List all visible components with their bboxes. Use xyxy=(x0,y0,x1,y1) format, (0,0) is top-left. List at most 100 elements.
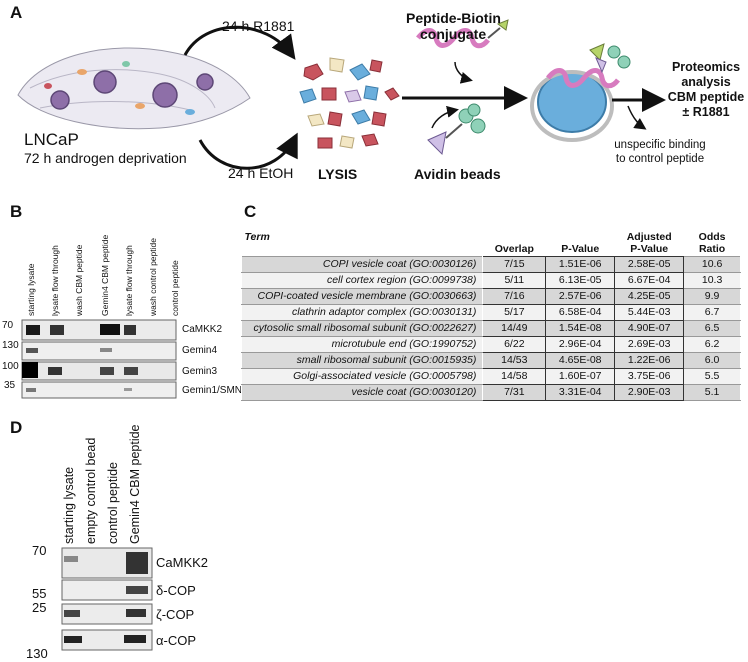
cell-pvalue: 2.57E-06 xyxy=(545,288,616,305)
cell-overlap: 7/15 xyxy=(482,256,547,273)
table-row: COPI vesicle coat (GO:0030126) 7/15 1.51… xyxy=(240,256,741,273)
lncap-cells-illustration xyxy=(17,47,251,130)
unspecific-arrow xyxy=(627,105,647,130)
header-odds-line2: Ratio xyxy=(698,243,726,255)
lane-label: Gemin4 CBM peptide xyxy=(128,424,142,544)
cell-pvalue: 1.51E-06 xyxy=(545,256,616,273)
cell-adj-pvalue: 3.75E-06 xyxy=(614,368,685,385)
cell-odds-ratio: 9.9 xyxy=(683,288,741,305)
proteomics-line-1: Proteomics xyxy=(671,60,741,74)
cell-pvalue: 6.13E-05 xyxy=(545,272,616,289)
cell-odds-ratio: 5.1 xyxy=(683,384,741,401)
panel-label-b: B xyxy=(10,202,23,221)
mw-marker: 35 xyxy=(4,380,16,391)
protein-label: Gemin3 xyxy=(182,366,218,377)
lysate-fragments xyxy=(299,57,400,149)
blot-b-gemin3 xyxy=(21,361,177,381)
mw-marker: 130 xyxy=(26,646,48,661)
header-pvalue: P-Value xyxy=(561,243,600,255)
cell-adj-pvalue: 2.90E-03 xyxy=(614,384,685,401)
cell-overlap: 14/53 xyxy=(482,352,547,369)
header-term: Term xyxy=(244,231,270,243)
peptide-biotin-conjugate-illustration xyxy=(416,19,509,84)
cell-adj-pvalue: 2.69E-03 xyxy=(614,336,685,353)
table-row: microtubule end (GO:1990752) 6/22 2.96E-… xyxy=(240,336,741,353)
table-row: cytosolic small ribosomal subunit (GO:00… xyxy=(240,320,741,337)
protein-label: CaMKK2 xyxy=(182,324,223,335)
cell-term: vesicle coat (GO:0030120) xyxy=(240,384,484,401)
bound-complex-illustration xyxy=(530,43,631,142)
header-adj-line1: Adjusted xyxy=(626,231,672,243)
panel-label-d: D xyxy=(10,418,23,437)
proteomics-label: Proteomics analysis CBM peptide ± R1881 xyxy=(664,60,748,120)
cell-adj-pvalue: 5.44E-03 xyxy=(614,304,685,321)
cell-adj-pvalue: 4.90E-07 xyxy=(614,320,685,337)
cell-pvalue: 4.65E-08 xyxy=(545,352,616,369)
cell-term: Golgi-associated vesicle (GO:0005798) xyxy=(240,368,484,385)
blot-b-gemin4 xyxy=(21,341,177,361)
avidin-beads-illustration xyxy=(427,103,486,156)
cell-odds-ratio: 6.7 xyxy=(683,304,741,321)
etoh-arrow xyxy=(198,132,298,170)
blot-d-alpha-cop xyxy=(61,629,153,651)
lysis-label: LYSIS xyxy=(318,166,358,182)
cell-term: clathrin adaptor complex (GO:0030131) xyxy=(240,304,484,321)
protein-label: Gemin1/SMN1 xyxy=(182,385,248,396)
panel-a-schematic xyxy=(17,19,666,170)
cell-term: small ribosomal subunit (GO:0015935) xyxy=(240,352,484,369)
blot-d-delta-cop xyxy=(61,579,153,601)
r1881-arrow xyxy=(183,25,296,60)
cell-overlap: 5/17 xyxy=(482,304,547,321)
cell-pvalue: 2.96E-04 xyxy=(545,336,616,353)
cell-adj-pvalue: 4.25E-05 xyxy=(614,288,685,305)
conjugate-label-2: conjugate xyxy=(420,26,487,42)
mw-marker: 70 xyxy=(2,320,14,331)
cell-pvalue: 3.31E-04 xyxy=(545,384,616,401)
proteomics-line-2: analysis xyxy=(681,75,731,89)
blot-b-camkk2 xyxy=(21,319,177,341)
unspecific-label: unspecific binding to control peptide xyxy=(590,138,730,166)
blot-d-camkk2 xyxy=(61,547,153,579)
header-overlap: Overlap xyxy=(494,243,534,255)
protein-label: α-COP xyxy=(156,633,197,648)
cell-odds-ratio: 6.2 xyxy=(683,336,741,353)
beads-label: Avidin beads xyxy=(414,166,501,182)
etoh-label: 24 h EtOH xyxy=(228,165,294,181)
proteomics-line-4: ± R1881 xyxy=(682,105,730,119)
header-adj-line2: P-Value xyxy=(630,243,669,255)
cell-adj-pvalue: 6.67E-04 xyxy=(614,272,685,289)
lane-label: starting lysate xyxy=(62,466,76,544)
conjugate-label-1: Peptide-Biotin xyxy=(406,10,501,26)
mw-marker: 100 xyxy=(2,361,19,372)
cell-odds-ratio: 10.6 xyxy=(683,256,741,273)
mw-marker: 70 xyxy=(32,543,47,558)
mw-marker: 130 xyxy=(2,340,19,351)
cell-treatment-label: 72 h androgen deprivation xyxy=(24,150,187,166)
table-row: vesicle coat (GO:0030120) 7/31 3.31E-04 … xyxy=(240,384,741,401)
unspecific-line-2: to control peptide xyxy=(615,153,705,165)
cell-odds-ratio: 6.0 xyxy=(683,352,741,369)
r1881-label: 24 h R1881 xyxy=(222,18,295,34)
table-row: small ribosomal subunit (GO:0015935) 14/… xyxy=(240,352,741,369)
cell-term: cell cortex region (GO:0099738) xyxy=(240,272,484,289)
table-row: Golgi-associated vesicle (GO:0005798) 14… xyxy=(240,368,741,385)
cell-line-label: LNCaP xyxy=(24,130,79,149)
cell-overlap: 7/16 xyxy=(482,288,547,305)
cell-odds-ratio: 6.5 xyxy=(683,320,741,337)
table-row: cell cortex region (GO:0099738) 5/11 6.1… xyxy=(240,272,741,289)
panel-label-a: A xyxy=(10,3,23,22)
cell-pvalue: 1.54E-08 xyxy=(545,320,616,337)
cell-adj-pvalue: 1.22E-06 xyxy=(614,352,685,369)
table-row: COPI-coated vesicle membrane (GO:0030663… xyxy=(240,288,741,305)
cell-overlap: 6/22 xyxy=(482,336,547,353)
protein-label: ζ-COP xyxy=(156,607,195,622)
cell-term: microtubule end (GO:1990752) xyxy=(240,336,484,353)
cell-overlap: 5/11 xyxy=(482,272,547,289)
mw-marker: 25 xyxy=(32,600,47,615)
cell-pvalue: 1.60E-07 xyxy=(545,368,616,385)
